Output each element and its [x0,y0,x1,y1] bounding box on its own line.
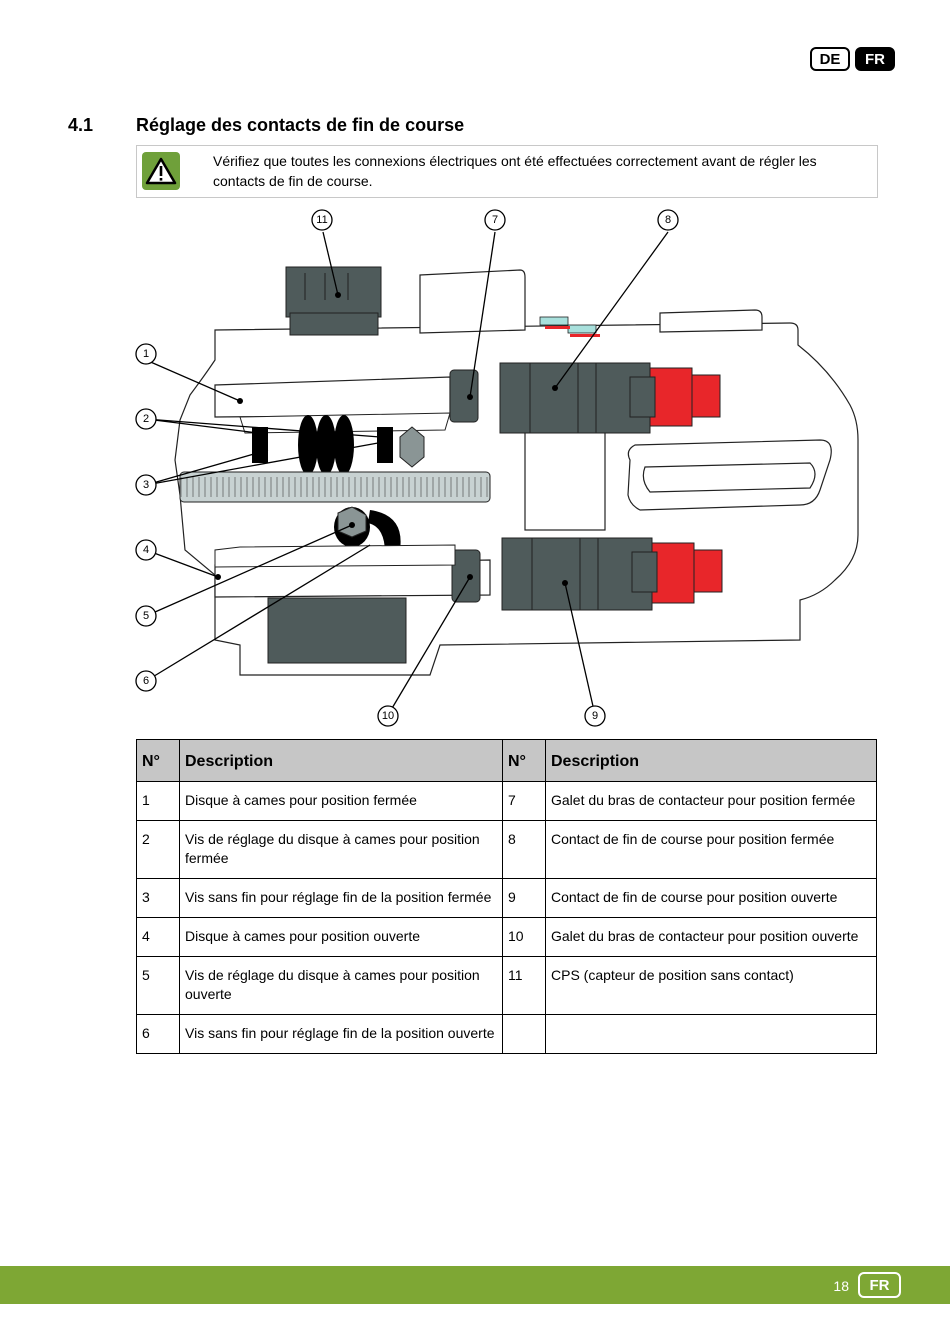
svg-text:1: 1 [143,348,149,360]
callout-9: 9 [584,705,606,727]
callout-4: 4 [135,539,157,561]
cell-number: 5 [136,956,180,1015]
header-description-2: Description [545,739,877,782]
cam-disc-open [214,544,456,568]
language-switcher: DE FR [810,47,895,71]
svg-text:11: 11 [316,214,327,226]
callout-11: 11 [311,209,333,231]
page-number: 18 [833,1278,849,1294]
table-row: 6 Vis sans fin pour réglage fin de la po… [136,1014,877,1054]
header-description-1: Description [179,739,503,782]
table-row: 5 Vis de réglage du disque à cames pour … [136,956,877,1015]
cell-description: Disque à cames pour position fermée [179,781,503,821]
table-row: 3 Vis sans fin pour réglage fin de la po… [136,878,877,918]
cell-description: Disque à cames pour position ouverte [179,917,503,957]
main-gear [179,471,491,503]
footer-bar: 18 FR [0,1266,950,1304]
warning-triangle-icon [142,152,180,190]
callout-6: 6 [135,670,157,692]
callout-1: 1 [135,343,157,365]
callout-10: 10 [377,705,399,727]
cell-number: 8 [502,820,546,879]
cell-number: 3 [136,878,180,918]
cell-description: Contact de fin de course pour position f… [545,820,877,879]
svg-text:9: 9 [592,710,598,722]
cell-description: Vis sans fin pour réglage fin de la posi… [179,878,503,918]
cell-number: 4 [136,917,180,957]
cell-description: Galet du bras de contacteur pour positio… [545,781,877,821]
table-header-row: N° Description N° Description [136,739,877,782]
svg-text:10: 10 [382,710,394,722]
cell-description: Contact de fin de course pour position o… [545,878,877,918]
cell-description: Vis de réglage du disque à cames pour po… [179,956,503,1015]
limit-switch-diagram: 11 7 8 1 2 3 4 5 6 10 9 [130,205,870,735]
section-title: Réglage des contacts de fin de course [136,115,465,135]
cell-description: Vis sans fin pour réglage fin de la posi… [179,1014,503,1054]
section-number: 4.1 [68,115,94,135]
cell-number: 7 [502,781,546,821]
cell-number: 1 [136,781,180,821]
table-row: 2 Vis de réglage du disque à cames pour … [136,820,877,879]
footer-language-badge: FR [858,1272,901,1298]
worm-gear-closed [252,415,393,475]
warning-text: Vérifiez que toutes les connexions élect… [213,153,817,189]
cell-description: Galet du bras de contacteur pour positio… [545,917,877,957]
header-number-1: N° [136,739,180,782]
callout-8: 8 [657,209,679,231]
callout-7: 7 [484,209,506,231]
table-row: 4 Disque à cames pour position ouverte 1… [136,917,877,957]
callout-5: 5 [135,605,157,627]
svg-text:7: 7 [492,214,498,226]
svg-text:3: 3 [143,479,149,491]
cell-number: 6 [136,1014,180,1054]
cell-description [545,1014,877,1054]
header-number-2: N° [502,739,546,782]
cell-number: 9 [502,878,546,918]
warning-box: Vérifiez que toutes les connexions élect… [136,145,878,198]
cell-number: 2 [136,820,180,879]
callout-2: 2 [135,408,157,430]
cell-number: 11 [502,956,546,1015]
svg-text:4: 4 [143,544,149,556]
callout-3: 3 [135,474,157,496]
svg-text:2: 2 [143,413,149,425]
upper-switch [499,362,721,434]
cell-description: CPS (capteur de position sans contact) [545,956,877,1015]
language-tab-de[interactable]: DE [810,47,850,71]
svg-text:5: 5 [143,610,149,622]
legend-table: N° Description N° Description 1 Disque à… [136,739,877,1054]
lower-switch [501,537,723,611]
svg-text:8: 8 [665,214,671,226]
cell-description: Vis de réglage du disque à cames pour po… [179,820,503,879]
cell-number: 10 [502,917,546,957]
language-tab-fr[interactable]: FR [855,47,895,71]
table-row: 1 Disque à cames pour position fermée 7 … [136,781,877,821]
cell-number [502,1014,546,1054]
svg-text:6: 6 [143,675,149,687]
